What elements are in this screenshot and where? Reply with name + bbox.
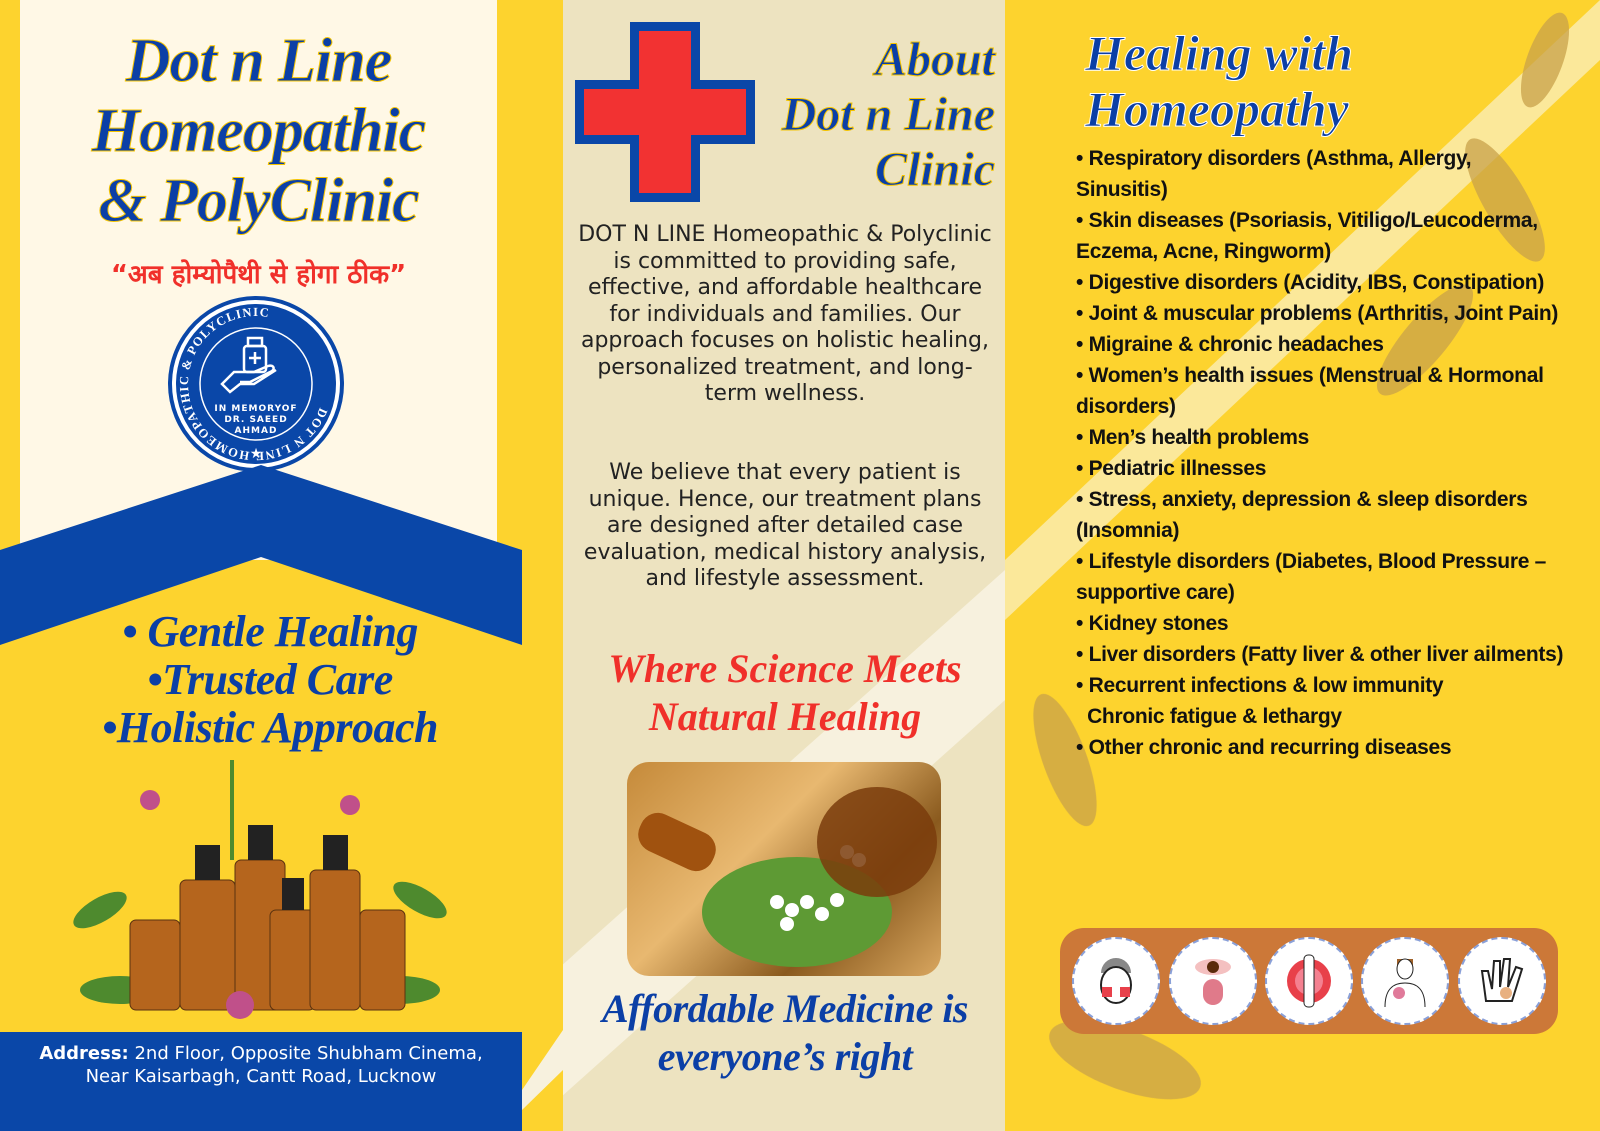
condition-item: • Women’s health issues (Menstrual & Hor… <box>1076 364 1544 418</box>
address-label: Address: <box>39 1043 129 1064</box>
afford-line: everyone’s right <box>657 1034 913 1079</box>
hand-bottle-icon <box>220 336 277 394</box>
condition-item: • Other chronic and recurring diseases <box>1076 736 1452 759</box>
face-rash-icon <box>1072 937 1161 1025</box>
healing-heading: Healing with Homeopathy <box>1084 25 1354 138</box>
herbal-bottles-illustration <box>73 760 447 1019</box>
slogan-line: Natural Healing <box>648 694 922 739</box>
slogan-line: Where Science Meets <box>608 646 962 691</box>
condition-item: • Stress, anxiety, depression & sleep di… <box>1076 488 1528 542</box>
condition-item: • Recurrent infections & low immunity <box>1076 674 1444 697</box>
condition-item: • Lifestyle disorders (Diabetes, Blood P… <box>1076 550 1546 604</box>
healing-line: Homeopathy <box>1084 81 1349 138</box>
star-icon: ★ <box>249 446 263 462</box>
title-line: & PolyClinic <box>98 167 420 236</box>
diagonal-stripe <box>522 1030 563 1110</box>
condition-icons-bar <box>1060 928 1558 1034</box>
healing-line: Healing with <box>1084 25 1354 82</box>
bullet-item: •Trusted Care <box>147 655 393 704</box>
bullet-item: • Gentle Healing <box>122 607 418 656</box>
logo-memory-line: IN MEMORYOF <box>214 404 298 414</box>
panel3-decoration <box>1005 0 1600 1100</box>
feature-bullets: • Gentle Healing •Trusted Care •Holistic… <box>30 608 510 752</box>
about-paragraph-1: DOT N LINE Homeopathic & Polyclinic is c… <box>578 222 992 406</box>
condition-item: • Digestive disorders (Acidity, IBS, Con… <box>1076 271 1545 294</box>
knee-joint-icon <box>1264 937 1353 1025</box>
condition-item: • Respiratory disorders (Asthma, Allergy… <box>1076 147 1472 201</box>
slogan: Where Science Meets Natural Healing <box>570 645 1000 741</box>
affordable-medicine-heading: Affordable Medicine is everyone’s right <box>565 985 1005 1081</box>
condition-item: • Pediatric illnesses <box>1076 457 1267 480</box>
condition-item: • Migraine & chronic headaches <box>1076 333 1384 356</box>
condition-item: • Joint & muscular problems (Arthritis, … <box>1076 302 1559 325</box>
medical-cross-icon <box>575 22 755 202</box>
bullet-item: •Holistic Approach <box>101 703 439 752</box>
eye-tongue-icon <box>1168 937 1257 1025</box>
hindi-tagline: “अब होम्योपैथी से होगा ठीक” <box>110 260 407 290</box>
clinic-logo: DOT N LINE HOMEOPATHIC & POLYCLINIC IN M… <box>172 300 340 468</box>
chest-skin-icon <box>1361 937 1450 1025</box>
title-line: Homeopathic <box>91 97 426 166</box>
condition-item: • Skin diseases (Psoriasis, Vitiligo/Leu… <box>1076 209 1538 263</box>
about-line: Dot n Line <box>781 88 995 142</box>
condition-item: • Kidney stones <box>1076 612 1229 635</box>
logo-memory-line: AHMAD <box>234 426 278 436</box>
conditions-list: • Respiratory disorders (Asthma, Allergy… <box>1076 143 1566 763</box>
blue-chevron <box>0 465 522 645</box>
afford-line: Affordable Medicine is <box>601 986 969 1031</box>
condition-item: • Liver disorders (Fatty liver & other l… <box>1076 643 1564 666</box>
about-line: Clinic <box>874 143 995 197</box>
about-line: About <box>874 33 995 87</box>
address-line: Near Kaisarbagh, Cantt Road, Lucknow <box>85 1066 437 1087</box>
about-paragraph-2: We believe that every patient is unique.… <box>583 460 987 591</box>
medicine-bottle-photo <box>627 762 941 976</box>
about-heading: About Dot n Line Clinic <box>755 32 995 197</box>
address-line: 2nd Floor, Opposite Shubham Cinema, <box>128 1043 483 1064</box>
condition-item: Chronic fatigue & lethargy <box>1076 705 1342 728</box>
hand-skin-icon <box>1457 937 1546 1025</box>
title-line: Dot n Line <box>125 27 393 96</box>
clinic-title: Dot n Line Homeopathic & PolyClinic <box>20 26 497 236</box>
address-bar: Address: 2nd Floor, Opposite Shubham Cin… <box>0 1032 522 1131</box>
condition-item: • Men’s health problems <box>1076 426 1310 449</box>
logo-memory-line: DR. SAEED <box>224 415 288 425</box>
